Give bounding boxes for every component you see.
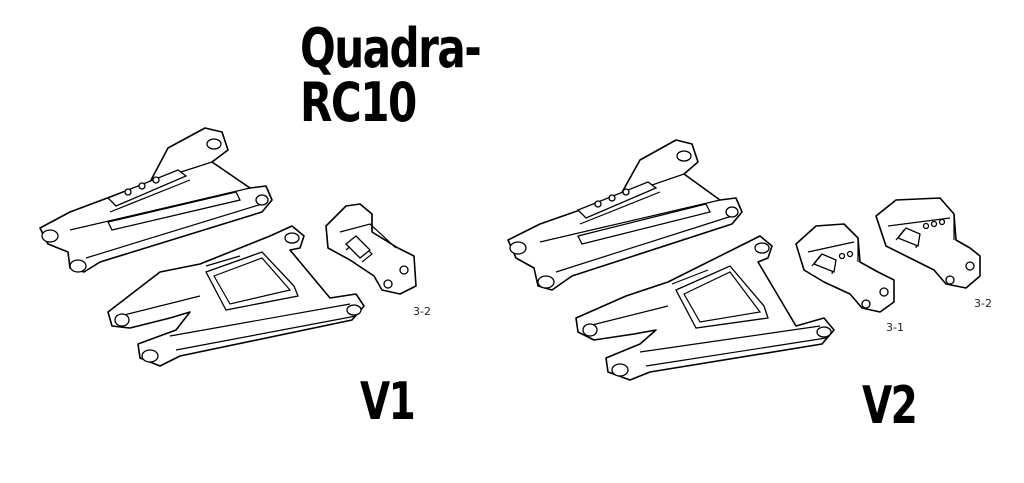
v2-upper-arm <box>507 139 743 291</box>
v1-upper-arm <box>39 127 273 273</box>
version-label-v1: V1 <box>360 372 416 432</box>
v1-hinge-block <box>325 203 417 295</box>
v2-hinge-block-a <box>795 223 895 313</box>
part-code-v1-block: 3-2 <box>413 305 431 318</box>
version-label-v2: V2 <box>862 376 918 436</box>
part-code-v2-block-b: 3-2 <box>974 297 992 310</box>
v2-hinge-block-b <box>875 197 981 289</box>
page-title: Quadra-RC10 <box>300 17 482 134</box>
part-code-v2-block-a: 3-1 <box>886 321 904 334</box>
v2-lower-arm <box>575 235 835 381</box>
v1-lower-arm <box>107 225 365 367</box>
